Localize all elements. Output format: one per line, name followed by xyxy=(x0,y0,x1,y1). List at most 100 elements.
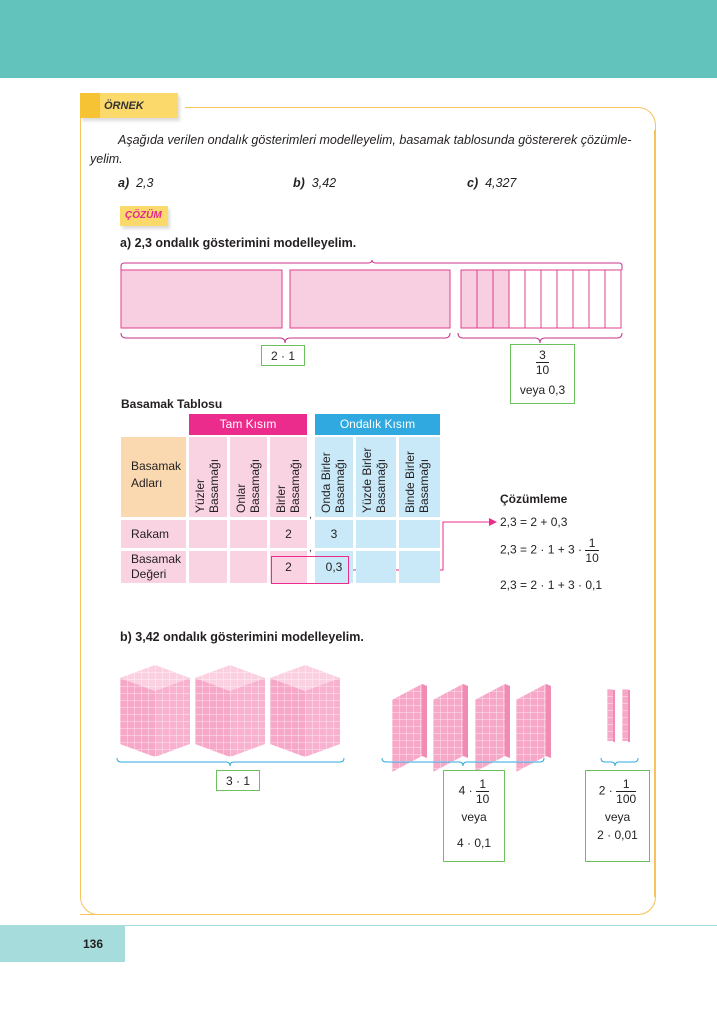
tenth-strip xyxy=(460,269,478,329)
page-number: 136 xyxy=(0,925,125,962)
value-cell xyxy=(189,551,227,583)
ones-cube xyxy=(270,665,340,757)
tenth-strip xyxy=(492,269,510,329)
prompt-text: Aşağıda verilen ondalık gösterimleri mod… xyxy=(118,133,632,147)
item-c: c) 4,327 xyxy=(467,176,516,190)
table-title: Basamak Tablosu xyxy=(121,397,223,411)
digit-cell xyxy=(230,520,267,548)
digit-cell: 3 xyxy=(315,520,353,548)
hundredth-rod xyxy=(607,689,615,742)
decimal-comma: , xyxy=(309,510,312,521)
column-header: Onda Birler Basamağı xyxy=(315,437,353,517)
fraction-numerator: 1 xyxy=(616,777,637,792)
item-value: 3,42 xyxy=(311,176,337,190)
ones-cube xyxy=(195,665,265,757)
tenth-plate xyxy=(516,684,551,772)
tenth-strips xyxy=(460,269,622,329)
decomposition-title: Çözümleme xyxy=(500,492,568,506)
brace-hundredths xyxy=(600,757,639,767)
tenth-strip xyxy=(556,269,574,329)
top-banner xyxy=(0,0,717,78)
tenth-strip xyxy=(524,269,542,329)
tenth-strip xyxy=(508,269,526,329)
or-text: veya xyxy=(461,810,487,824)
column-header: Onlar Basamağı xyxy=(230,437,267,517)
decimal-part-header: Ondalık Kısım xyxy=(315,414,440,435)
item-value: 2,3 xyxy=(136,176,154,190)
tenth-strip xyxy=(604,269,622,329)
tenth-strip xyxy=(540,269,558,329)
whole-label-box: 2 · 1 xyxy=(261,345,305,366)
solution-label: ÇÖZÜM xyxy=(120,206,168,226)
fraction-denominator: 10 xyxy=(535,363,550,377)
brace-ones xyxy=(116,757,345,767)
digit-cell xyxy=(356,520,396,548)
value-cell xyxy=(230,551,267,583)
decomposition-line-3: 2,3 = 2 · 1 + 3 · 0,1 xyxy=(500,578,603,592)
item-value: 4,327 xyxy=(485,176,517,190)
connector-line xyxy=(349,521,492,571)
ones-label-box: 3 · 1 xyxy=(216,770,260,791)
row-label-digit: Rakam xyxy=(121,520,186,548)
row-label-names: Basamak Adları xyxy=(121,437,186,517)
row-label-value: Basamak Değeri xyxy=(121,551,186,583)
decomposition-prefix: 2,3 = 2 · 1 + 3 · xyxy=(500,542,583,557)
fraction-prefix: 4 · xyxy=(458,783,473,798)
tenth-strip xyxy=(572,269,590,329)
arrow-head xyxy=(489,518,497,526)
fraction-numerator: 1 xyxy=(585,536,599,551)
highlight-box xyxy=(271,556,349,584)
column-header: Birler Basamağı xyxy=(270,437,307,517)
digit-cell xyxy=(189,520,227,548)
tenths-alt: 4 · 0,1 xyxy=(456,836,492,850)
page-rule xyxy=(125,925,717,926)
example-label: ÖRNEK xyxy=(80,93,178,118)
tenth-plate xyxy=(433,684,468,772)
digit-cell xyxy=(399,520,440,548)
or-text: veya xyxy=(604,810,631,824)
value-cell xyxy=(399,551,440,583)
fraction-denominator: 10 xyxy=(585,551,599,565)
item-b: b) 3,42 xyxy=(293,176,336,190)
tenths-alt: veya 0,3 xyxy=(519,383,566,397)
brace-tenths-b xyxy=(381,757,545,767)
value-cell xyxy=(356,551,396,583)
tenth-plate xyxy=(392,684,427,772)
brace-tenths xyxy=(457,332,623,344)
fraction-denominator: 100 xyxy=(616,792,637,806)
item-letter: b) xyxy=(293,176,305,190)
brace-whole xyxy=(120,332,451,344)
column-header: Binde Birler Basamağı xyxy=(399,437,440,517)
ones-cube xyxy=(120,665,190,757)
part-a-title: a) 2,3 ondalık gösterimini modelleyelim. xyxy=(120,236,357,250)
fraction-numerator: 1 xyxy=(476,777,490,792)
frame-top xyxy=(185,107,656,137)
column-header: Yüzde Birler Basamağı xyxy=(356,437,396,517)
tenth-strip xyxy=(476,269,494,329)
column-header: Yüzler Basamağı xyxy=(189,437,227,517)
frame-right xyxy=(654,130,656,897)
fraction-numerator: 3 xyxy=(535,348,550,363)
part-b-title: b) 3,42 ondalık gösterimini modelleyelim… xyxy=(120,630,364,644)
item-letter: c) xyxy=(467,176,479,190)
tenth-plate xyxy=(475,684,510,772)
prompt-text-cont: yelim. xyxy=(90,152,123,166)
tenth-strip xyxy=(588,269,606,329)
item-letter: a) xyxy=(118,176,130,190)
fraction-prefix: 2 · xyxy=(598,783,613,798)
item-a: a) 2,3 xyxy=(118,176,153,190)
hundredth-rod xyxy=(622,689,630,742)
whole-unit-1 xyxy=(120,269,283,329)
decomposition-line-1: 2,3 = 2 + 0,3 xyxy=(500,515,568,529)
whole-part-header: Tam Kısım xyxy=(189,414,307,435)
digit-cell: 2 xyxy=(270,520,307,548)
whole-unit-2 xyxy=(289,269,451,329)
hundredths-alt: 2 · 0,01 xyxy=(597,828,638,842)
fraction-denominator: 10 xyxy=(476,792,490,806)
brace-top xyxy=(120,259,623,270)
